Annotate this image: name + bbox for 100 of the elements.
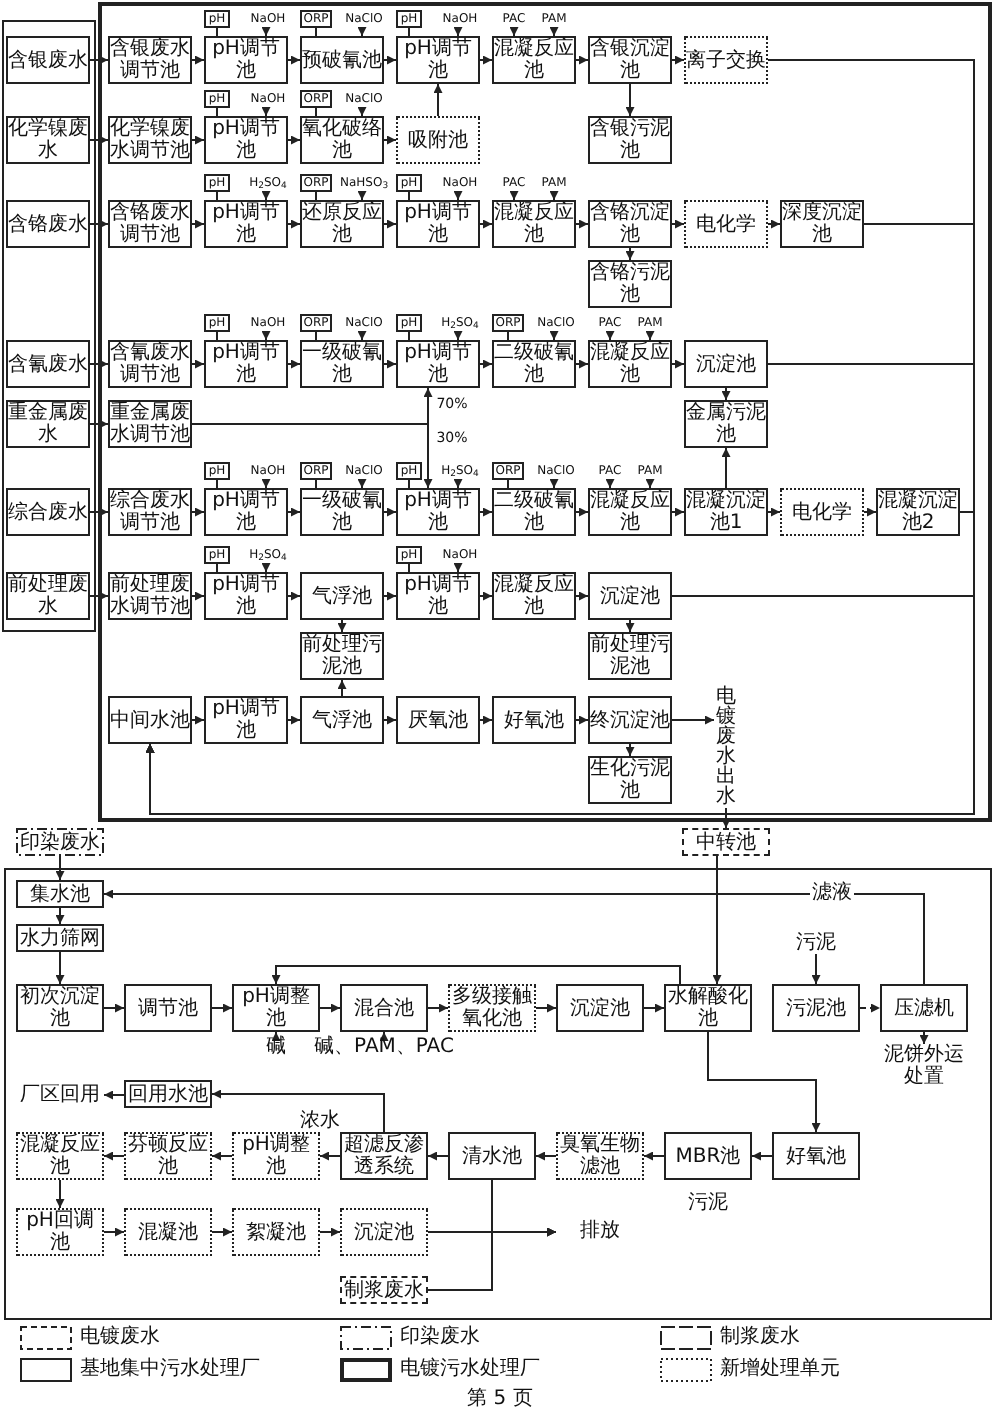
tank-label: 终沉淀池 — [590, 709, 670, 731]
flow-arrow — [319, 1227, 341, 1237]
tank-label: 水力筛网 — [18, 927, 102, 949]
flow-arrow — [287, 591, 301, 601]
flow-arrow — [261, 479, 271, 489]
tank-label: 前处理废水调节池 — [110, 574, 190, 618]
tank-box — [588, 696, 672, 744]
tank-label: 中转池 — [694, 831, 758, 853]
flow-arrow — [509, 191, 519, 201]
tank-box — [880, 984, 968, 1032]
tank-label: pH调节池 — [210, 118, 282, 162]
flow-arrow — [625, 83, 635, 117]
legend-label: 电镀污水处理厂 — [400, 1358, 540, 1382]
tank-label: 前处理污泥池 — [590, 634, 670, 678]
flow-arrow — [191, 715, 205, 725]
flow-arrow — [427, 1003, 449, 1013]
tank-box — [16, 880, 104, 908]
tank-label: 二级破氰池 — [494, 342, 574, 386]
flow-arrow — [319, 1151, 341, 1161]
tank-box — [300, 572, 384, 620]
tank-label: 含铬沉淀池 — [590, 202, 670, 246]
flow-arrow — [383, 359, 397, 369]
flow-arrow — [191, 359, 205, 369]
flow-arrow — [191, 591, 205, 601]
tank-label: 多级接触氧化池 — [450, 986, 534, 1030]
tank-box — [684, 36, 768, 84]
flow-arrow — [479, 219, 493, 229]
flow-arrow — [287, 55, 301, 65]
flow-arrow — [337, 619, 347, 633]
tank-label: 前处理污泥池 — [302, 634, 382, 678]
flow-arrow — [575, 55, 589, 65]
tank-label: 重金属废水调节池 — [110, 402, 190, 446]
tank-label: pH调节池 — [210, 342, 282, 386]
note-label: 污泥 — [686, 1192, 730, 1214]
tank-label: 混凝反应池 — [18, 1134, 102, 1178]
tank-label: 臭氧生物滤池 — [558, 1134, 642, 1178]
flow-arrow — [751, 1151, 773, 1161]
flow-arrow — [479, 591, 493, 601]
tank-label: 含铬污泥池 — [590, 262, 670, 306]
flow-text: 泥饼外运处置 — [880, 1044, 968, 1088]
tank-label: 污泥池 — [784, 997, 848, 1019]
tank-label: 混凝反应池 — [590, 342, 670, 386]
tank-label: 生化污泥池 — [590, 758, 670, 802]
legend-label: 新增处理单元 — [720, 1358, 840, 1382]
tank-label: pH调节池 — [210, 490, 282, 534]
tank-box — [396, 696, 480, 744]
flow-arrow — [191, 219, 205, 229]
tank-box — [772, 984, 860, 1032]
flow-arrow — [535, 1151, 557, 1161]
flow-arrow — [55, 951, 65, 985]
flow-arrow — [383, 715, 397, 725]
tank-label: 沉淀池 — [568, 997, 632, 1019]
flow-text: 厂区回用 — [16, 1084, 104, 1106]
tank-box — [780, 488, 864, 536]
legend-label: 电镀废水 — [80, 1326, 160, 1350]
tank-box — [340, 984, 428, 1032]
flow-arrow — [575, 359, 589, 369]
flow-arrow — [357, 107, 367, 117]
tank-label: 深度沉淀池 — [782, 202, 862, 246]
flow-arrow — [211, 1151, 233, 1161]
flow-arrow — [319, 1003, 341, 1013]
tank-box — [448, 1132, 536, 1180]
flow-text: 排放 — [556, 1220, 644, 1244]
tank-label: 综合废水调节池 — [110, 490, 190, 534]
tank-label: 金属污泥池 — [686, 402, 766, 446]
flow-arrow — [261, 27, 271, 37]
flow-arrow — [575, 715, 589, 725]
tank-label: 二级破氰池 — [494, 490, 574, 534]
tank-label: 中间水池 — [110, 709, 190, 731]
flow-arrow — [287, 135, 301, 145]
tank-label: pH回调池 — [24, 1210, 96, 1254]
tank-label: 沉淀池 — [694, 353, 758, 375]
tank-box — [232, 1208, 320, 1256]
tank-label: pH调节池 — [210, 698, 282, 742]
flow-arrow — [55, 855, 65, 881]
flow-arrow — [767, 219, 781, 229]
flow-arrow — [671, 715, 715, 725]
tank-label: 电化学 — [790, 501, 854, 523]
edge-label: 浓水 — [298, 1110, 342, 1132]
flow-arrow — [645, 331, 655, 341]
flow-arrow — [383, 507, 397, 517]
flow-arrow — [453, 331, 463, 341]
flow-arrow — [261, 563, 271, 573]
tank-box — [684, 200, 768, 248]
flow-arrow — [433, 83, 443, 117]
flow-arrow — [479, 55, 493, 65]
flow-arrow — [271, 965, 681, 985]
tank-label: 吸附池 — [406, 129, 470, 151]
tank-box — [6, 36, 90, 84]
tank-box — [556, 984, 644, 1032]
flow-arrow — [211, 1227, 233, 1237]
flow-arrow — [211, 1089, 385, 1133]
flow-arrow — [605, 479, 615, 489]
flow-arrow — [453, 479, 463, 489]
tank-label: 混凝反应池 — [494, 202, 574, 246]
tank-label: pH调整池 — [240, 1134, 312, 1178]
flow-arrow — [103, 1151, 125, 1161]
flow-arrow — [721, 447, 731, 489]
flow-arrow — [549, 479, 559, 489]
flow-arrow — [535, 1003, 557, 1013]
